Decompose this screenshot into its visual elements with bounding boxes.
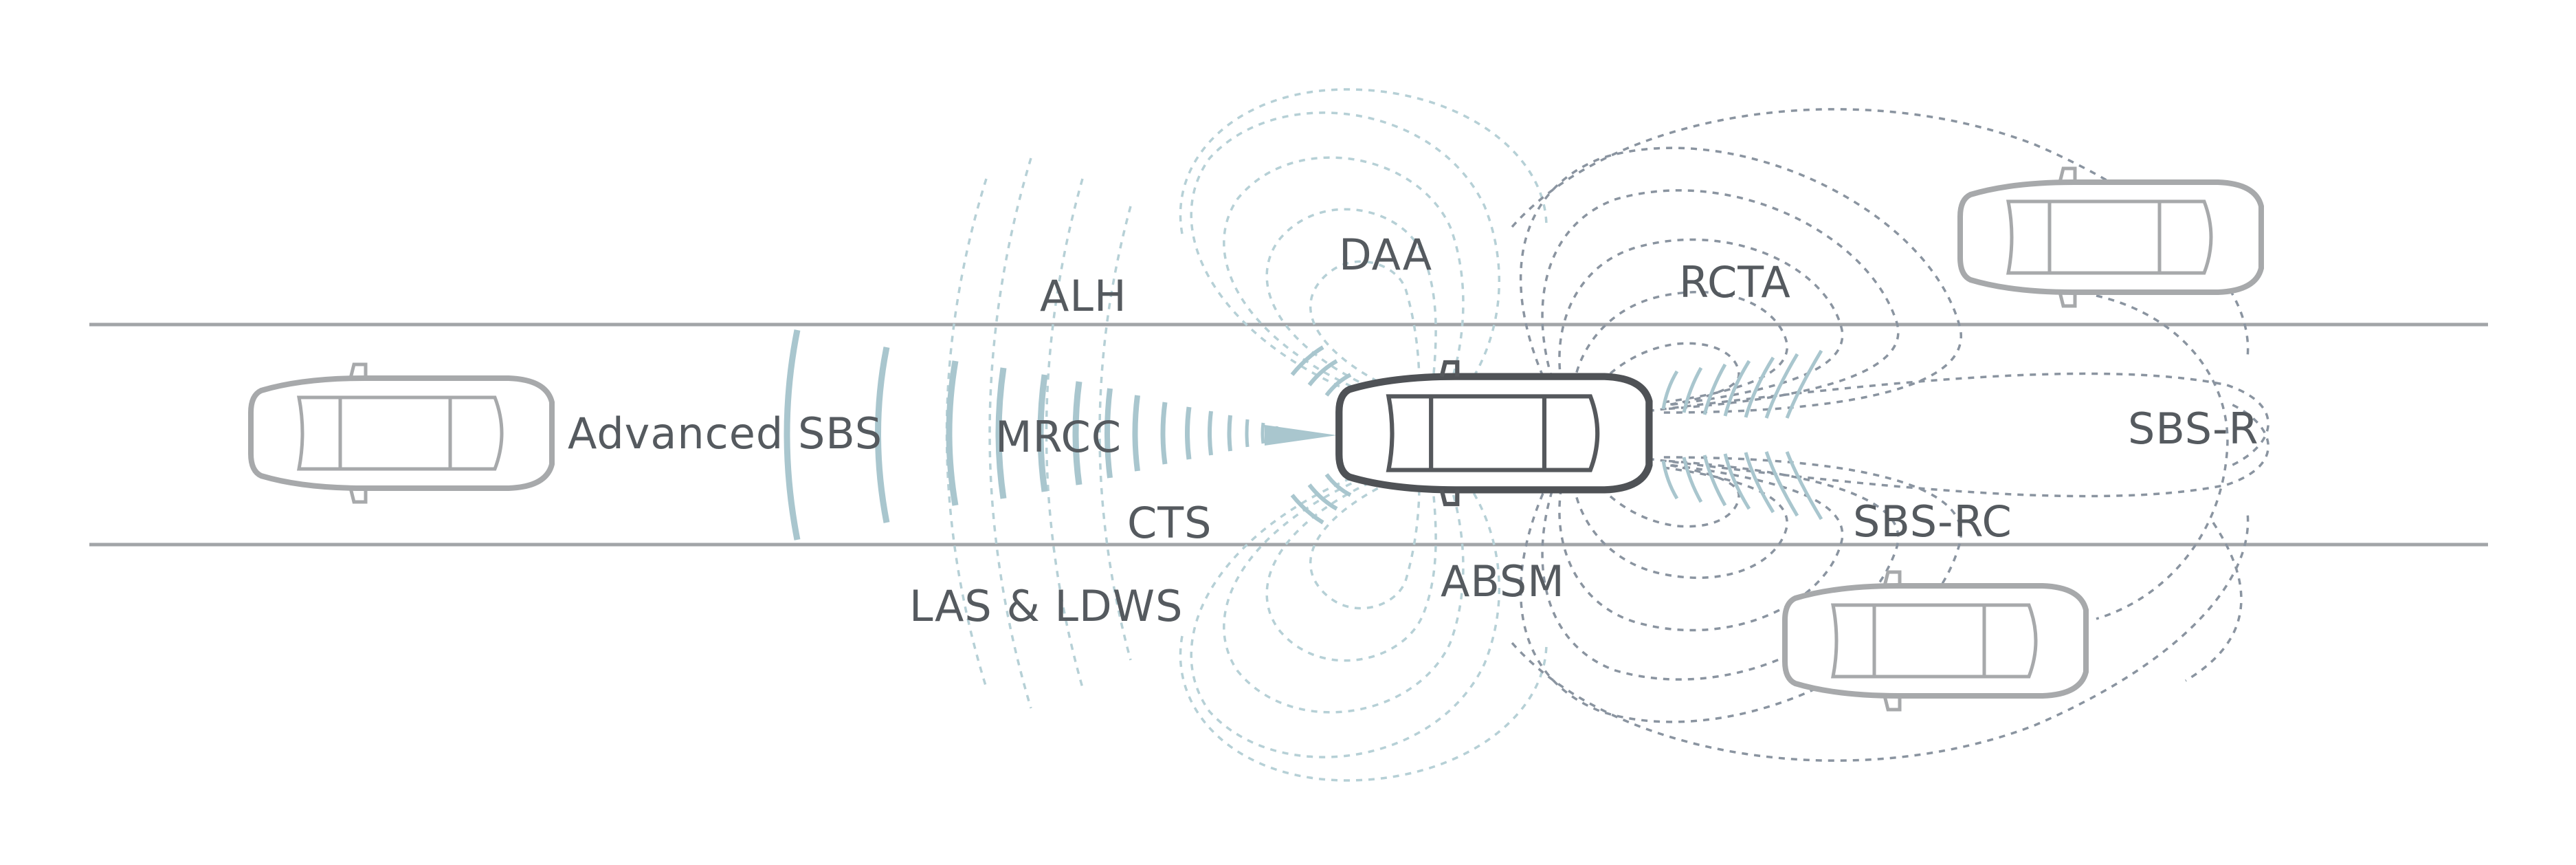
vehicle-rear-left xyxy=(251,364,552,502)
label-daa: DAA xyxy=(1339,230,1432,280)
label-advanced-sbs: Advanced SBS xyxy=(568,408,882,459)
label-rcta: RCTA xyxy=(1679,257,1791,307)
label-las-ldws: LAS & LDWS xyxy=(909,581,1183,631)
daa-cts-loops xyxy=(1179,88,1548,782)
front-radar-cone xyxy=(1265,425,1337,446)
mrcc-radar-arcs xyxy=(784,329,1278,540)
label-cts: CTS xyxy=(1127,498,1212,548)
label-absm: ABSM xyxy=(1441,556,1565,606)
cts-corner-arcs xyxy=(1290,345,1352,525)
label-mrcc: MRCC xyxy=(995,412,1122,462)
label-sbs-r: SBS-R xyxy=(2128,404,2259,454)
label-alh: ALH xyxy=(1040,271,1127,321)
alh-las-arcs xyxy=(945,157,1132,709)
rear-sensor-loops xyxy=(1511,108,2269,762)
ego-vehicle xyxy=(1335,360,1653,507)
vehicle-top-right xyxy=(1960,168,2261,306)
rear-radar-arcs xyxy=(1661,349,1823,521)
vehicle-bottom-right xyxy=(1785,572,2086,710)
label-sbs-rc: SBS-RC xyxy=(1853,496,2012,547)
